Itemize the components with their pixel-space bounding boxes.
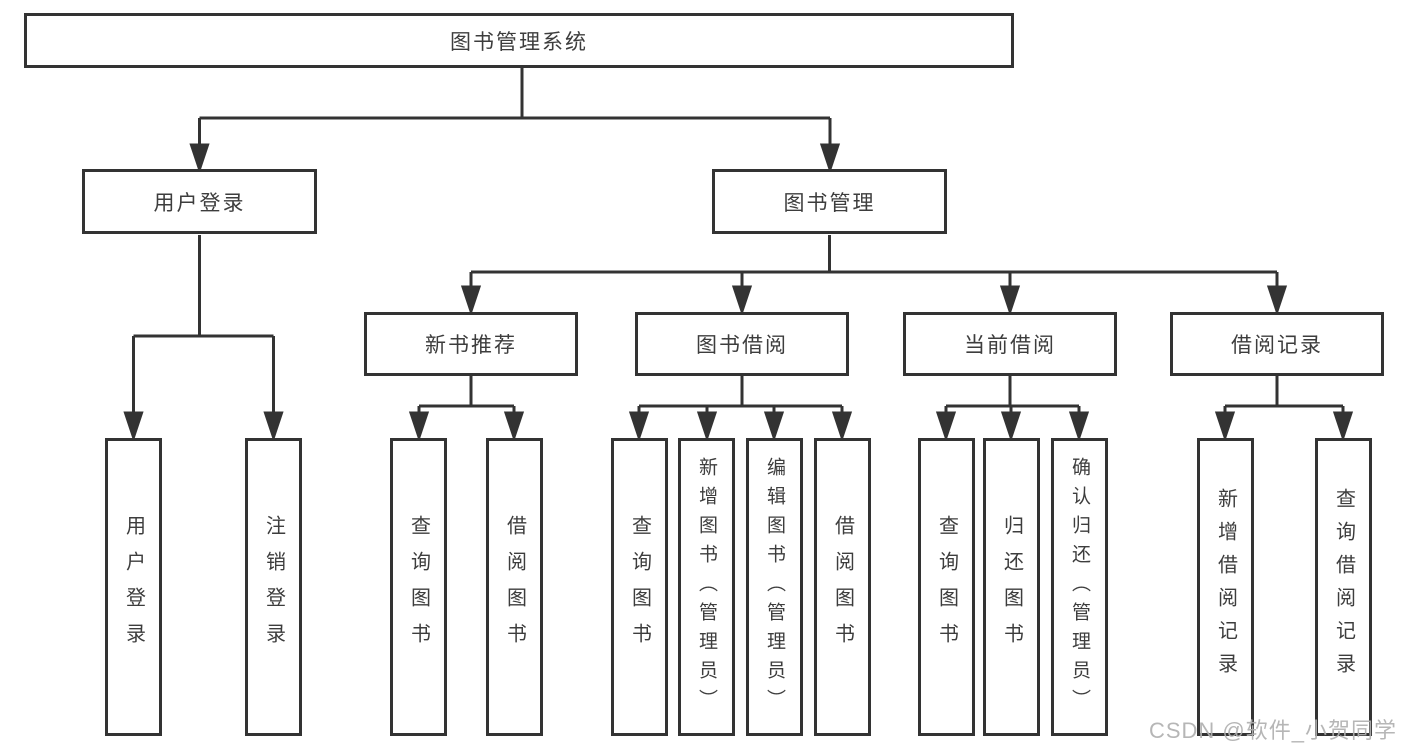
arrowhead [819, 143, 841, 174]
arrowhead [123, 411, 144, 442]
arrowhead [1068, 411, 1090, 442]
node-label: 查询图书 [407, 515, 430, 659]
leaf-logout: 注销登录 [245, 438, 302, 736]
node-book-management: 图书管理 [712, 169, 947, 234]
arrowhead [263, 411, 284, 442]
arrowhead [1266, 285, 1288, 316]
node-label: 用户登录 [122, 515, 145, 659]
arrowhead [999, 285, 1021, 316]
leaf-edit-books-admin: 编辑图书（管理员） [746, 438, 803, 736]
node-label: 借阅图书 [503, 515, 526, 659]
arrowhead [1000, 411, 1022, 442]
arrowhead [503, 411, 525, 442]
leaf-query-borrow-record: 查询借阅记录 [1315, 438, 1372, 736]
leaf-user-login: 用户登录 [105, 438, 162, 736]
leaf-add-borrow-record: 新增借阅记录 [1197, 438, 1254, 736]
arrowhead [696, 411, 718, 442]
node-library-system: 图书管理系统 [24, 13, 1014, 68]
leaf-return-books: 归还图书 [983, 438, 1040, 736]
node-label: 图书借阅 [696, 334, 788, 357]
leaf-borrow-books: 借阅图书 [814, 438, 871, 736]
node-user-login: 用户登录 [82, 169, 317, 234]
node-label: 用户登录 [153, 191, 246, 215]
leaf-query-books-borrowing: 查询图书 [611, 438, 668, 736]
leaf-confirm-return-admin: 确认归还（管理员） [1051, 438, 1108, 736]
arrowhead [628, 411, 650, 442]
arrowhead [408, 411, 430, 442]
arrowhead [460, 285, 482, 316]
leaf-query-books-recommend: 查询图书 [390, 438, 447, 736]
node-label: 编辑图书（管理员） [764, 456, 785, 718]
arrowhead [763, 411, 785, 442]
node-label: 借阅记录 [1231, 334, 1323, 357]
node-label: 新增借阅记录 [1214, 488, 1237, 686]
node-label: 新书推荐 [425, 334, 517, 357]
node-label: 当前借阅 [964, 334, 1056, 357]
node-label: 确认归还（管理员） [1069, 456, 1090, 718]
node-borrowing-records: 借阅记录 [1170, 312, 1384, 376]
node-label: 查询借阅记录 [1332, 488, 1355, 686]
node-label: 查询图书 [935, 515, 958, 659]
leaf-query-books-current: 查询图书 [918, 438, 975, 736]
arrowhead [1214, 411, 1236, 442]
node-label: 图书管理系统 [450, 30, 588, 54]
node-new-book-recommend: 新书推荐 [364, 312, 578, 376]
leaf-add-books-admin: 新增图书（管理员） [678, 438, 735, 736]
arrowhead [831, 411, 853, 442]
node-label: 借阅图书 [831, 515, 854, 659]
node-label: 注销登录 [262, 515, 285, 659]
leaf-borrow-books-recommend: 借阅图书 [486, 438, 543, 736]
node-book-borrowing: 图书借阅 [635, 312, 849, 376]
arrowhead [935, 411, 957, 442]
node-label: 新增图书（管理员） [696, 456, 717, 718]
node-label: 归还图书 [1000, 515, 1023, 659]
node-label: 查询图书 [628, 515, 651, 659]
arrowhead [731, 285, 753, 316]
arrowhead [1332, 411, 1354, 442]
node-current-borrowing: 当前借阅 [903, 312, 1117, 376]
node-label: 图书管理 [783, 191, 876, 215]
arrowhead [189, 143, 210, 174]
